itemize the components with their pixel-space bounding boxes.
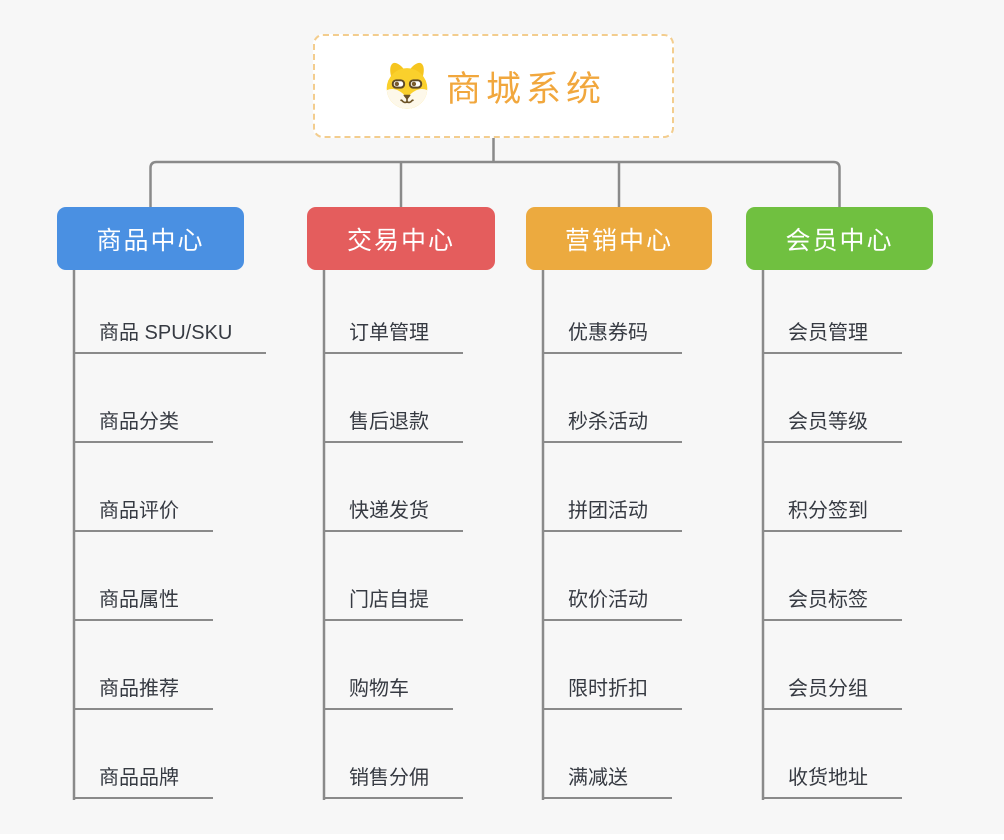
child-node[interactable]: 砍价活动 xyxy=(542,532,682,621)
child-node[interactable]: 销售分佣 xyxy=(323,710,463,799)
child-label: 限时折扣 xyxy=(568,678,648,700)
child-node[interactable]: 拼团活动 xyxy=(542,443,682,532)
child-node[interactable]: 秒杀活动 xyxy=(542,354,682,443)
child-node[interactable]: 商品属性 xyxy=(73,532,213,621)
child-label: 商品评价 xyxy=(99,500,179,522)
child-node[interactable]: 优惠券码 xyxy=(542,265,682,354)
child-node[interactable]: 购物车 xyxy=(323,621,453,710)
child-node[interactable]: 售后退款 xyxy=(323,354,463,443)
child-label: 售后退款 xyxy=(349,411,429,433)
child-node[interactable]: 门店自提 xyxy=(323,532,463,621)
child-label: 秒杀活动 xyxy=(568,411,648,433)
child-node[interactable]: 商品品牌 xyxy=(73,710,213,799)
child-node[interactable]: 商品评价 xyxy=(73,443,213,532)
child-label: 门店自提 xyxy=(349,589,429,611)
branch-node-4[interactable]: 会员中心 xyxy=(746,207,933,270)
dog-face-icon xyxy=(381,60,433,112)
window-bottom-edge xyxy=(0,834,1004,840)
child-node[interactable]: 积分签到 xyxy=(762,443,902,532)
child-node[interactable]: 会员分组 xyxy=(762,621,902,710)
child-label: 商品分类 xyxy=(99,411,179,433)
branch-node-2[interactable]: 交易中心 xyxy=(307,207,495,270)
child-label: 快递发货 xyxy=(349,500,429,522)
child-label: 收货地址 xyxy=(788,767,868,789)
branch-label: 会员中心 xyxy=(785,226,894,255)
child-node[interactable]: 收货地址 xyxy=(762,710,902,799)
child-label: 优惠券码 xyxy=(568,322,648,344)
child-label: 砍价活动 xyxy=(568,589,648,611)
child-label: 会员等级 xyxy=(788,411,868,433)
child-node[interactable]: 商品分类 xyxy=(73,354,213,443)
branch-label: 营销中心 xyxy=(564,226,673,255)
child-label: 销售分佣 xyxy=(349,767,429,789)
child-label: 商品 SPU/SKU xyxy=(99,322,233,344)
child-node[interactable]: 限时折扣 xyxy=(542,621,682,710)
child-label: 会员分组 xyxy=(788,678,868,700)
child-node[interactable]: 商品推荐 xyxy=(73,621,213,710)
child-node[interactable]: 商品 SPU/SKU xyxy=(73,265,267,354)
child-label: 商品品牌 xyxy=(99,767,179,789)
child-label: 会员标签 xyxy=(788,589,868,611)
child-node[interactable]: 会员等级 xyxy=(762,354,902,443)
child-list: 订单管理售后退款快递发货门店自提购物车销售分佣 xyxy=(323,265,463,799)
root-title: 商城系统 xyxy=(445,69,606,109)
child-list: 优惠券码秒杀活动拼团活动砍价活动限时折扣满减送 xyxy=(542,265,682,799)
child-label: 商品推荐 xyxy=(99,678,179,700)
child-label: 会员管理 xyxy=(788,322,868,344)
branch-label: 商品中心 xyxy=(96,226,205,255)
child-node[interactable]: 订单管理 xyxy=(323,265,463,354)
branch-label: 交易中心 xyxy=(346,226,455,255)
child-node[interactable]: 快递发货 xyxy=(323,443,463,532)
branch-node-1[interactable]: 商品中心 xyxy=(57,207,244,270)
child-node[interactable]: 满减送 xyxy=(542,710,672,799)
child-node[interactable]: 会员管理 xyxy=(762,265,902,354)
child-label: 购物车 xyxy=(349,678,409,700)
child-list: 会员管理会员等级积分签到会员标签会员分组收货地址 xyxy=(762,265,902,799)
child-label: 积分签到 xyxy=(788,500,868,522)
child-node[interactable]: 会员标签 xyxy=(762,532,902,621)
child-label: 拼团活动 xyxy=(568,500,648,522)
child-list: 商品 SPU/SKU 商品分类商品评价商品属性商品推荐商品品牌 xyxy=(73,265,267,799)
child-label: 订单管理 xyxy=(349,322,429,344)
child-label: 商品属性 xyxy=(99,589,179,611)
branch-node-3[interactable]: 营销中心 xyxy=(526,207,712,270)
child-label: 满减送 xyxy=(568,767,628,789)
root-node[interactable]: 商城系统 xyxy=(313,34,674,138)
